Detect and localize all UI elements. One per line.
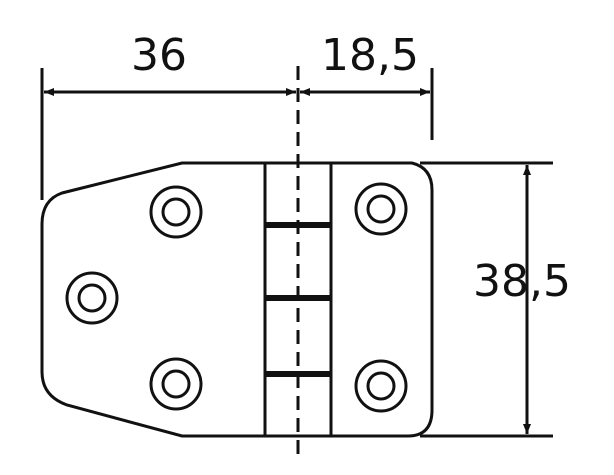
screw-hole-right-top [354,182,408,236]
dimension-label-36: 36 [131,30,187,81]
dimension-label-18-5: 18,5 [321,30,419,81]
dimension-18-5: 18,5 [300,30,430,96]
screw-hole-left-bottom [149,357,203,411]
extension-lines [40,68,553,438]
left-leaf [40,161,267,438]
screw-holes [65,182,408,413]
dimension-38-5: 38,5 [473,165,571,434]
screw-hole-left-top [149,185,203,239]
screw-hole-left-middle [65,271,119,325]
dimension-label-38-5: 38,5 [473,256,571,307]
dimension-36: 36 [44,30,296,96]
right-leaf [331,161,434,438]
screw-hole-right-bottom [354,359,408,413]
